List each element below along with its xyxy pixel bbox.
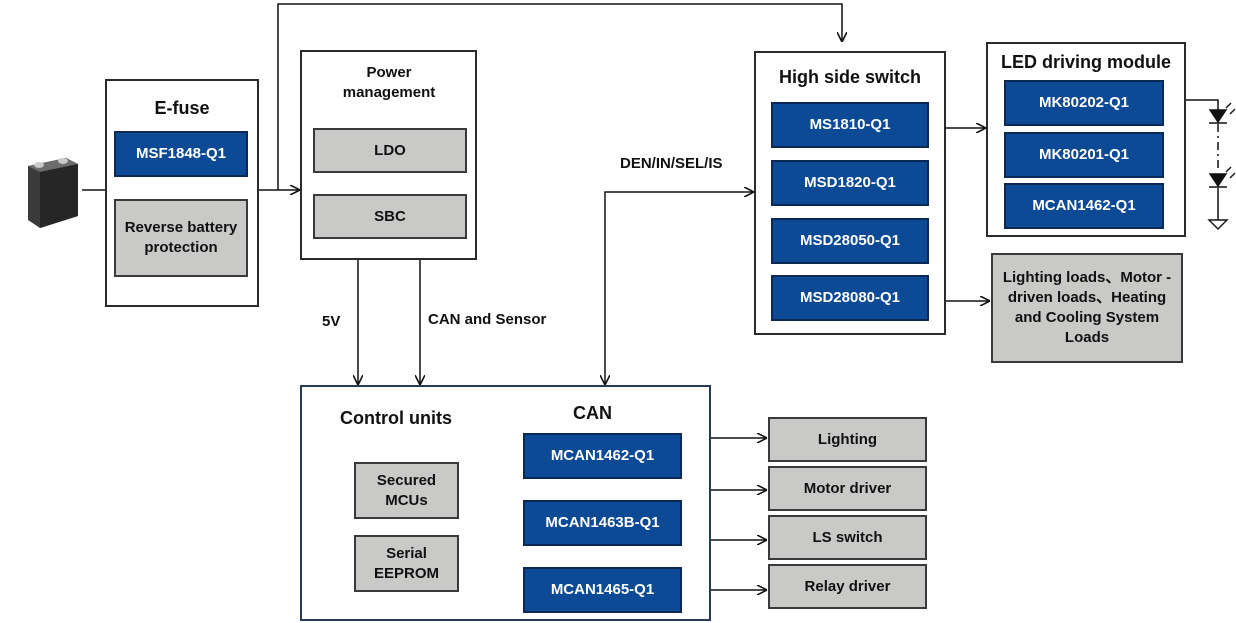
ground-icon	[1207, 219, 1229, 230]
output-block[interactable]: Motor driver	[768, 466, 927, 511]
loads-block[interactable]: Lighting loads、Motor - driven loads、Heat…	[991, 253, 1183, 363]
hss-title: High side switch	[778, 67, 922, 87]
wire-den-bus	[605, 192, 752, 383]
can-part-block[interactable]: MCAN1463B-Q1	[523, 500, 682, 546]
serial-eeprom-block[interactable]: Serial EEPROM	[354, 535, 459, 592]
hss-part-block[interactable]: MSD28050-Q1	[771, 218, 929, 264]
efuse-title: E-fuse	[154, 98, 210, 118]
wire-led-top	[1186, 99, 1219, 110]
can-title: CAN	[573, 403, 612, 423]
led-part-block[interactable]: MK80201-Q1	[1004, 132, 1164, 178]
signal-label-den: DEN/IN/SEL/IS	[620, 155, 723, 172]
hss-part-block[interactable]: MSD28080-Q1	[771, 275, 929, 321]
signal-label-5v: 5V	[322, 313, 341, 330]
sbc-block[interactable]: SBC	[313, 194, 467, 239]
led-part-block[interactable]: MCAN1462-Q1	[1004, 183, 1164, 229]
battery-icon	[28, 158, 78, 228]
power-title: Power management	[342, 64, 436, 101]
output-block[interactable]: Lighting	[768, 417, 927, 462]
led-icon	[1208, 166, 1236, 188]
secured-mcus-block[interactable]: Secured MCUs	[354, 462, 459, 519]
led-icon	[1208, 102, 1236, 124]
hss-part-block[interactable]: MSD1820-Q1	[771, 160, 929, 206]
output-block[interactable]: Relay driver	[768, 564, 927, 609]
output-block[interactable]: LS switch	[768, 515, 927, 560]
signal-label-can-sensor: CAN and Sensor	[428, 311, 547, 328]
reverse-protection-block[interactable]: Reverse battery protection	[114, 199, 248, 277]
ldo-block[interactable]: LDO	[313, 128, 467, 173]
control-title: Control units	[340, 408, 452, 428]
wire-rail-hss	[277, 3, 842, 190]
hss-part-block[interactable]: MS1810-Q1	[771, 102, 929, 148]
can-part-block[interactable]: MCAN1462-Q1	[523, 433, 682, 479]
can-part-block[interactable]: MCAN1465-Q1	[523, 567, 682, 613]
efuse-part-block[interactable]: MSF1848-Q1	[114, 131, 248, 177]
led-part-block[interactable]: MK80202-Q1	[1004, 80, 1164, 126]
led-title: LED driving module	[1000, 52, 1171, 72]
